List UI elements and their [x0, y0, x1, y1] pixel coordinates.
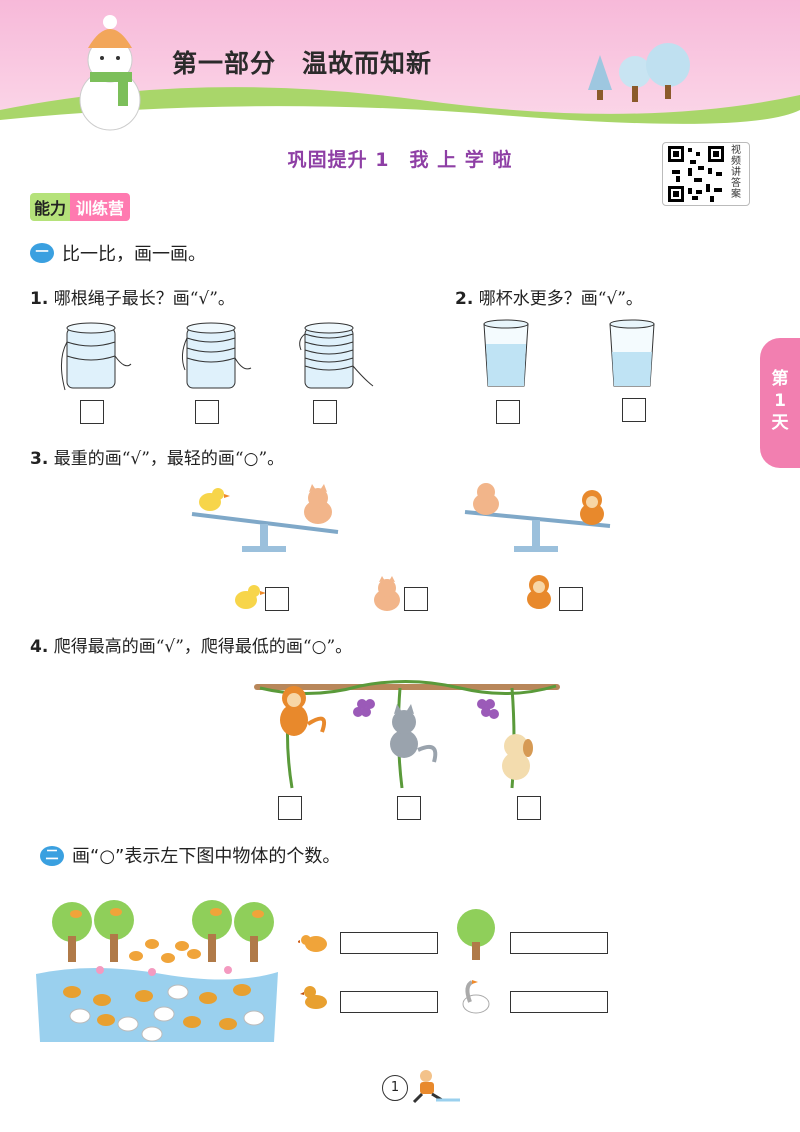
- rope-cylinder-2-icon: [181, 322, 252, 389]
- question-4-number: 4.: [30, 637, 49, 657]
- answer-box-q3-monkey[interactable]: [559, 587, 583, 611]
- ability-badge-part2: 训练营: [70, 193, 131, 221]
- qr-code[interactable]: [662, 142, 750, 206]
- answer-box-q1-c[interactable]: [313, 400, 337, 424]
- tree-icon: [234, 902, 274, 962]
- rope-cylinders-illustration: [61, 322, 374, 391]
- balance-scale-2-icon: [464, 483, 611, 552]
- question-1: 1. 哪根绳子最长？画“√”。: [30, 284, 235, 309]
- section2-badge: 二: [40, 846, 64, 866]
- day-tab-line3: 天: [771, 413, 789, 433]
- grapes-icon: [353, 699, 375, 717]
- snowman-icon: [79, 15, 141, 131]
- bird-icon: [298, 935, 327, 952]
- question-4-text: 爬得最高的画“√”，爬得最低的画“○”。: [53, 637, 353, 657]
- question-2: 2. 哪杯水更多？画“√”。: [455, 284, 643, 309]
- tree-icon: [94, 900, 134, 962]
- answer-box-q2-b[interactable]: [622, 398, 646, 422]
- qr-caption: 视频讲答案: [731, 145, 741, 200]
- question-4: 4. 爬得最高的画“√”，爬得最低的画“○”。: [30, 632, 352, 657]
- answer-box-q1-a[interactable]: [80, 400, 104, 424]
- section1-title: 比一比，画一画。: [62, 244, 206, 265]
- question-1-text: 哪根绳子最长？画“√”。: [53, 289, 235, 309]
- answer-box-q3-kitten[interactable]: [404, 587, 428, 611]
- question-3-number: 3.: [30, 449, 49, 469]
- puppy-icon: [502, 734, 533, 780]
- tree-icon: [457, 909, 495, 960]
- kitten-icon: [374, 576, 400, 611]
- swan-icon: [69, 984, 265, 1042]
- cat-icon: [390, 704, 438, 763]
- answer-box-q2-a[interactable]: [496, 400, 520, 424]
- kitten-icon: [304, 484, 332, 524]
- flower-icon: [96, 966, 232, 976]
- water-cups-illustration: [483, 319, 655, 387]
- chick-icon: [235, 585, 266, 609]
- answer-rect-swans[interactable]: [510, 991, 608, 1013]
- answer-box-q1-b[interactable]: [195, 400, 219, 424]
- vine-climbing-illustration: [254, 679, 560, 789]
- water-cup-2-icon: [609, 319, 655, 387]
- question-2-number: 2.: [455, 289, 474, 309]
- swan-icon: [462, 980, 490, 1014]
- day-tab-line2: 1: [774, 391, 786, 411]
- winter-trees-icon: [588, 43, 690, 102]
- duck-icon: [300, 986, 327, 1009]
- answer-box-q4-puppy[interactable]: [517, 796, 541, 820]
- monkey-icon: [280, 686, 327, 736]
- header-banner: [0, 0, 800, 140]
- duck-icon: [63, 984, 251, 1030]
- bird-icon: [70, 908, 264, 963]
- lesson-title: 巩固提升 1 我 上 学 啦: [287, 149, 513, 171]
- section1-badge: 一: [30, 243, 54, 263]
- answer-rect-trees[interactable]: [510, 932, 608, 954]
- grapes-icon: [477, 699, 499, 719]
- water-cup-1-icon: [483, 319, 529, 387]
- question-3: 3. 最重的画“√”，最轻的画“○”。: [30, 444, 284, 469]
- running-kid-icon: [412, 1070, 460, 1104]
- kitten-icon: [473, 483, 499, 515]
- answer-rect-ducks[interactable]: [340, 991, 438, 1013]
- qr-code-icon: [668, 146, 724, 202]
- question-2-text: 哪杯水更多？画“√”。: [478, 289, 643, 309]
- rope-cylinder-1-icon: [61, 322, 132, 391]
- section2-title: 画“○”表示左下图中物体的个数。: [72, 846, 341, 867]
- answer-rect-birds[interactable]: [340, 932, 438, 954]
- question-3-text: 最重的画“√”，最轻的画“○”。: [53, 449, 285, 469]
- rope-cylinder-3-icon: [299, 322, 374, 389]
- answer-box-q3-chick[interactable]: [265, 587, 289, 611]
- part-title: 第一部分 温故而知新: [172, 49, 433, 78]
- tree-icon: [192, 900, 232, 962]
- balance-scale-1-icon: [191, 484, 339, 552]
- page-number: 1: [382, 1075, 408, 1101]
- answer-box-q4-cat[interactable]: [397, 796, 421, 820]
- balance-scales-illustration: [191, 483, 611, 552]
- tree-icon: [52, 902, 92, 962]
- ability-badge: 能力训练营: [30, 193, 131, 221]
- day-tab: 第 1 天: [760, 338, 800, 468]
- question-1-number: 1.: [30, 289, 49, 309]
- pond-scene-illustration: [32, 900, 282, 1046]
- chick-icon: [199, 488, 230, 511]
- ability-badge-part1: 能力: [30, 193, 71, 221]
- day-tab-line1: 第: [771, 369, 789, 389]
- monkey-icon: [580, 490, 604, 525]
- answer-box-q4-monkey[interactable]: [278, 796, 302, 820]
- monkey-icon: [527, 575, 551, 609]
